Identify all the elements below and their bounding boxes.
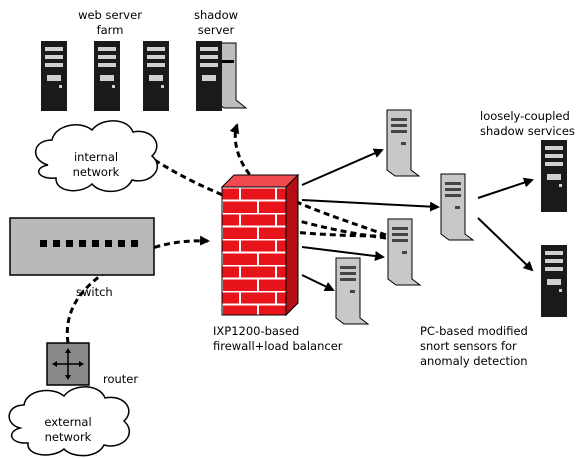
sensors-label-line3: anomaly detection	[420, 354, 528, 368]
arrow-firewall-sensor-top	[301, 148, 384, 186]
arrow-sensor-shadow-service-bottom	[477, 217, 534, 272]
firewall-label-line2: firewall+load balancer	[213, 339, 343, 353]
router-label: router	[103, 372, 139, 386]
web-server-2	[94, 41, 120, 111]
shadow-server-label-line1: shadow	[193, 8, 239, 22]
shadow-server	[196, 41, 248, 111]
router-device	[46, 342, 90, 386]
external-network-cloud	[8, 386, 131, 457]
arrow-firewall-sensor-mid	[301, 199, 440, 212]
sensor-tower-top	[386, 109, 421, 177]
internal-network-label-line2: network	[72, 165, 120, 179]
firewall-label-line1: IXP1200-based	[213, 324, 300, 338]
firewall-device	[220, 173, 300, 317]
arrow-sensor-shadow-service-top	[477, 177, 534, 199]
sensor-tower-lower	[387, 218, 422, 286]
internal-network-cloud	[35, 120, 159, 193]
external-network-label-line2: network	[44, 430, 92, 444]
switch-device	[9, 217, 155, 276]
arrow-firewall-sensor-lower	[301, 246, 385, 261]
dashed-link-sensor-webfarm	[108, 124, 387, 240]
shadow-service-server-top	[541, 140, 567, 212]
shadow-services-label-line2: shadow services	[480, 124, 575, 138]
internal-network-label-line1: internal	[73, 150, 119, 164]
shadow-services-label-line1: loosely-coupled	[480, 109, 570, 123]
web-server-farm-label-line2: farm	[96, 23, 124, 37]
web-server-farm-label-line1: web server	[78, 8, 142, 22]
sensor-tower-bottom	[335, 257, 370, 325]
web-server-1	[41, 41, 67, 111]
web-server-3	[143, 41, 169, 111]
arrow-firewall-sensor-bottom	[301, 274, 335, 292]
shadow-server-label-line2: server	[197, 23, 235, 37]
sensors-label-line1: PC-based modified	[420, 324, 528, 338]
switch-label: switch	[76, 285, 113, 299]
external-network-label-line1: external	[44, 415, 92, 429]
sensors-label-line2: snort sensors for	[420, 339, 517, 353]
sensor-tower-mid	[440, 173, 475, 241]
shadow-service-server-bottom	[541, 245, 567, 317]
